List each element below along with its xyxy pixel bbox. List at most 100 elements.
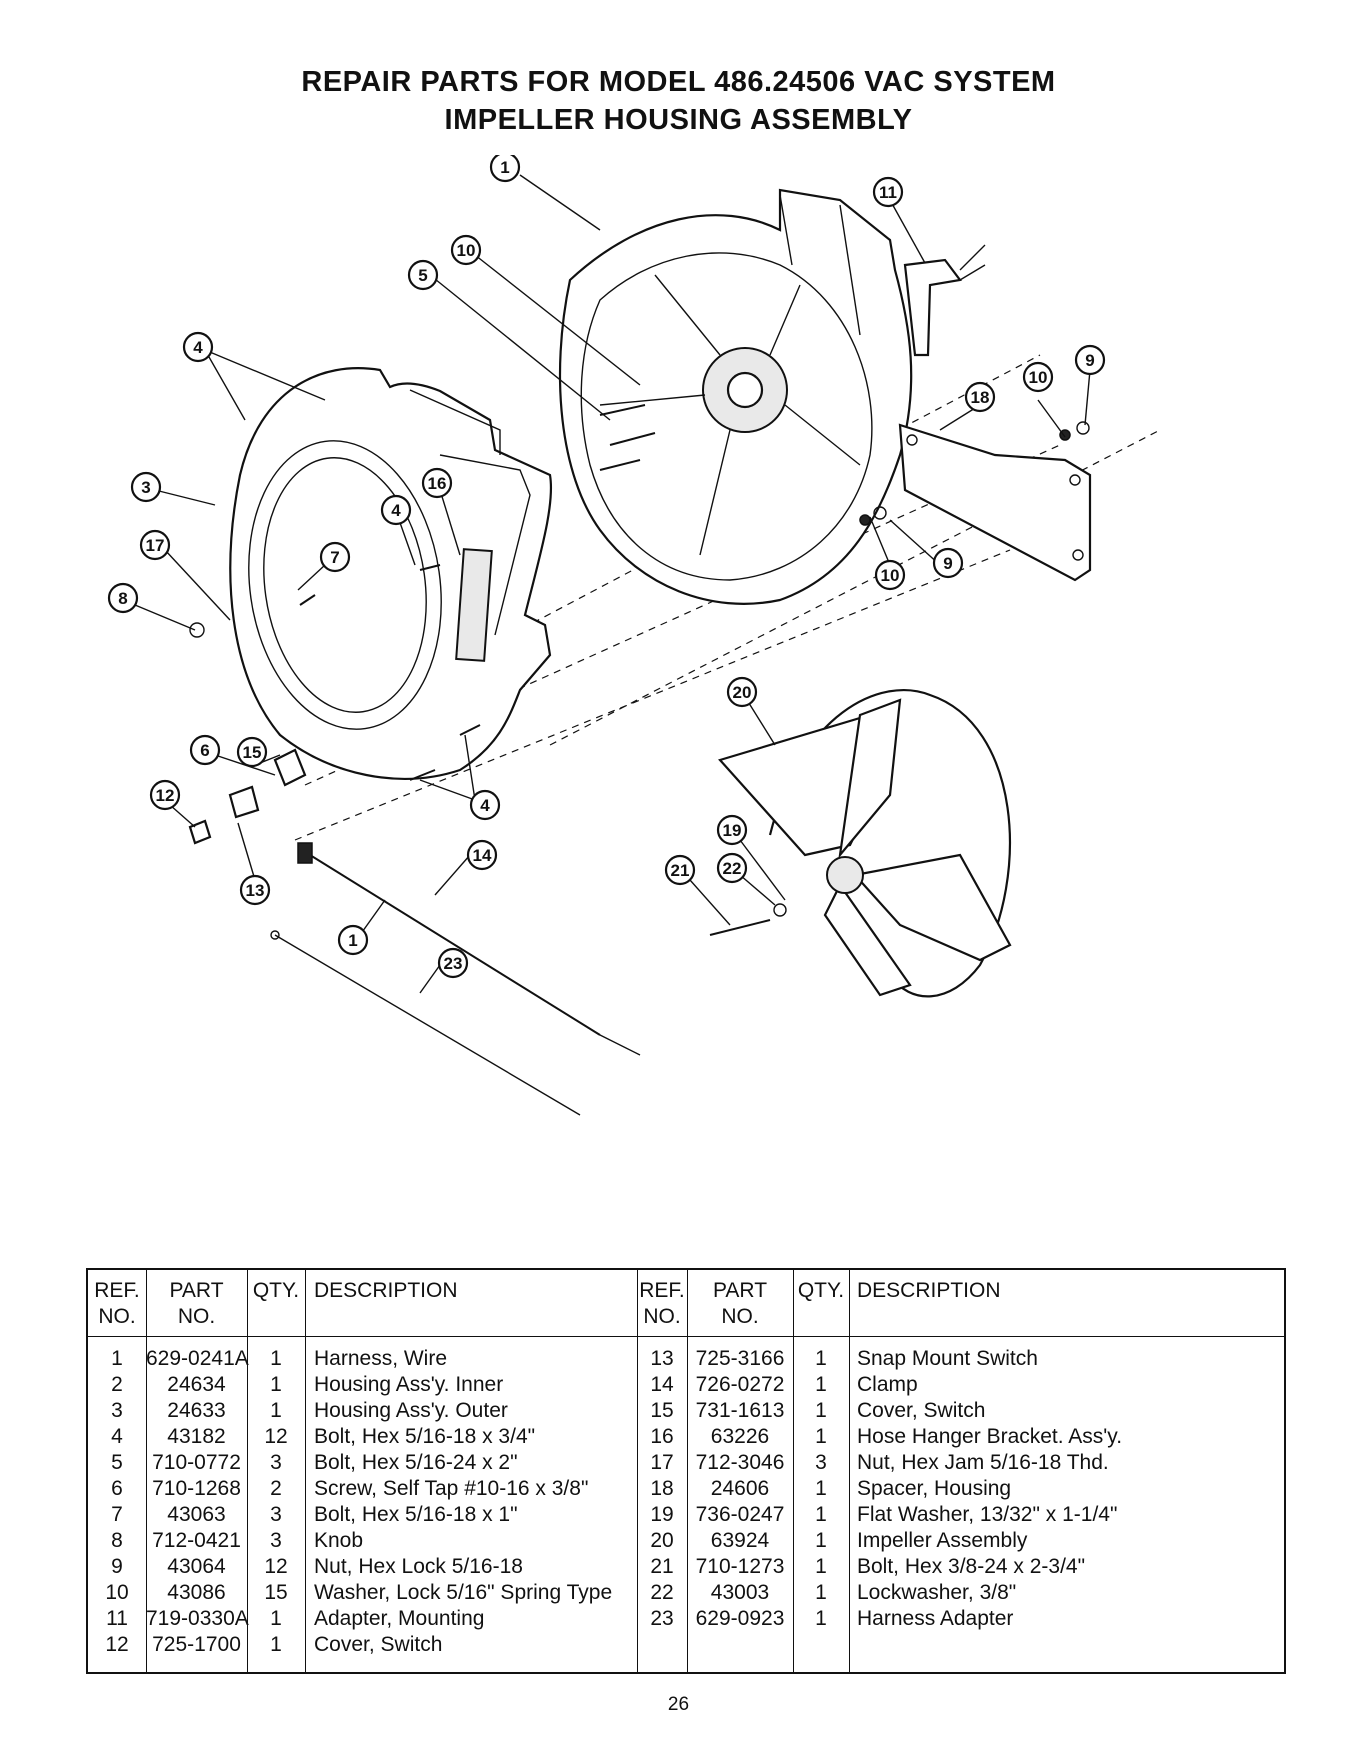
cell-ref: 1	[111, 1347, 123, 1370]
header-qty-right: QTY.	[797, 1279, 845, 1302]
callout-14: 14	[466, 839, 498, 871]
cell-qty: 1	[815, 1503, 827, 1526]
svg-text:1: 1	[348, 931, 357, 950]
callout-7: 7	[319, 541, 351, 573]
cell-qty: 1	[270, 1607, 282, 1630]
cell-ref: 15	[650, 1399, 674, 1422]
svg-text:19: 19	[723, 821, 742, 840]
cell-ref: 23	[650, 1607, 674, 1630]
harness-adapter	[270, 930, 581, 1116]
cell-qty: 1	[815, 1477, 827, 1500]
callout-22: 22	[716, 852, 748, 884]
cell-desc: Adapter, Mounting	[314, 1607, 485, 1630]
callout-21: 21	[664, 854, 696, 886]
callout-2: 1	[489, 155, 521, 183]
header-qty: QTY.	[252, 1279, 300, 1302]
mounting-adapter	[903, 244, 986, 357]
cell-desc: Bolt, Hex 3/8-24 x 2-3/4"	[857, 1555, 1086, 1578]
svg-text:8: 8	[118, 589, 127, 608]
cell-qty: 1	[815, 1425, 827, 1448]
cell-qty: 12	[264, 1425, 288, 1448]
cell-desc: Housing Ass'y. Outer	[314, 1399, 508, 1422]
callout-9: 9	[1074, 344, 1106, 376]
svg-text:4: 4	[480, 796, 490, 815]
cell-part: 24633	[167, 1399, 226, 1422]
svg-text:15: 15	[243, 743, 262, 762]
callout-4: 4	[469, 789, 501, 821]
callout-16: 16	[421, 467, 453, 499]
cell-desc: Nut, Hex Lock 5/16-18	[314, 1555, 523, 1578]
leader-lines	[134, 174, 1091, 994]
cell-qty: 3	[270, 1503, 282, 1526]
cell-part: 43064	[167, 1555, 226, 1578]
svg-text:1: 1	[500, 158, 509, 177]
callout-10: 10	[874, 559, 906, 591]
cell-desc: Cover, Switch	[857, 1399, 986, 1422]
cell-ref: 6	[111, 1477, 123, 1500]
cell-ref: 20	[650, 1529, 674, 1552]
cell-qty: 3	[270, 1451, 282, 1474]
callout-13: 13	[239, 874, 271, 906]
svg-text:21: 21	[671, 861, 690, 880]
svg-text:16: 16	[428, 474, 447, 493]
cell-qty: 1	[815, 1529, 827, 1552]
cell-qty: 3	[815, 1451, 827, 1474]
svg-text:18: 18	[971, 388, 990, 407]
cell-ref: 16	[650, 1425, 674, 1448]
callout-10: 10	[450, 234, 482, 266]
callout-18: 18	[964, 381, 996, 413]
cell-part: 710-1268	[152, 1477, 241, 1500]
callouts: 1 10 5 4 3 17 8 7 4 16 11 18 10 9 9 10 6…	[107, 155, 1106, 979]
callout-19: 19	[716, 814, 748, 846]
cell-part: 43182	[167, 1425, 226, 1448]
callout-5: 5	[407, 259, 439, 291]
cell-ref: 18	[650, 1477, 674, 1500]
cell-part: 43086	[167, 1581, 226, 1604]
cell-ref: 5	[111, 1451, 123, 1474]
page-title: REPAIR PARTS FOR MODEL 486.24506 VAC SYS…	[301, 66, 1056, 98]
cell-desc: Knob	[314, 1529, 364, 1552]
header-ref: REF.NO.	[94, 1279, 140, 1328]
svg-text:10: 10	[881, 566, 900, 585]
cell-desc: Nut, Hex Jam 5/16-18 Thd.	[857, 1451, 1109, 1474]
cell-qty: 1	[815, 1581, 827, 1604]
callout-15: 15	[236, 736, 268, 768]
cell-desc: Bolt, Hex 5/16-18 x 3/4"	[314, 1425, 536, 1448]
cell-qty: 1	[815, 1607, 827, 1630]
svg-text:10: 10	[1029, 368, 1048, 387]
cell-qty: 1	[815, 1347, 827, 1370]
cell-ref: 2	[111, 1373, 123, 1396]
svg-text:9: 9	[1085, 351, 1094, 370]
cell-qty: 3	[270, 1529, 282, 1552]
callout-4: 4	[182, 331, 214, 363]
callout-3: 3	[130, 471, 162, 503]
callout-20: 20	[726, 676, 758, 708]
cell-part: 43003	[710, 1581, 770, 1604]
cell-desc: Impeller Assembly	[857, 1529, 1028, 1552]
callout-10: 10	[1022, 361, 1054, 393]
wire-harness	[297, 842, 641, 1056]
cell-ref: 9	[111, 1555, 123, 1578]
cell-desc: Harness Adapter	[857, 1607, 1014, 1630]
exploded-parts-diagram: 1 10 5 4 3 17 8 7 4 16 11 18 10 9 9 10 6…	[107, 155, 1161, 1116]
svg-text:23: 23	[444, 954, 463, 973]
cell-desc: Bolt, Hex 5/16-24 x 2"	[314, 1451, 518, 1474]
cell-part: 63924	[710, 1529, 770, 1552]
cell-desc: Flat Washer, 13/32" x 1-1/4"	[857, 1503, 1118, 1526]
svg-text:4: 4	[391, 501, 401, 520]
